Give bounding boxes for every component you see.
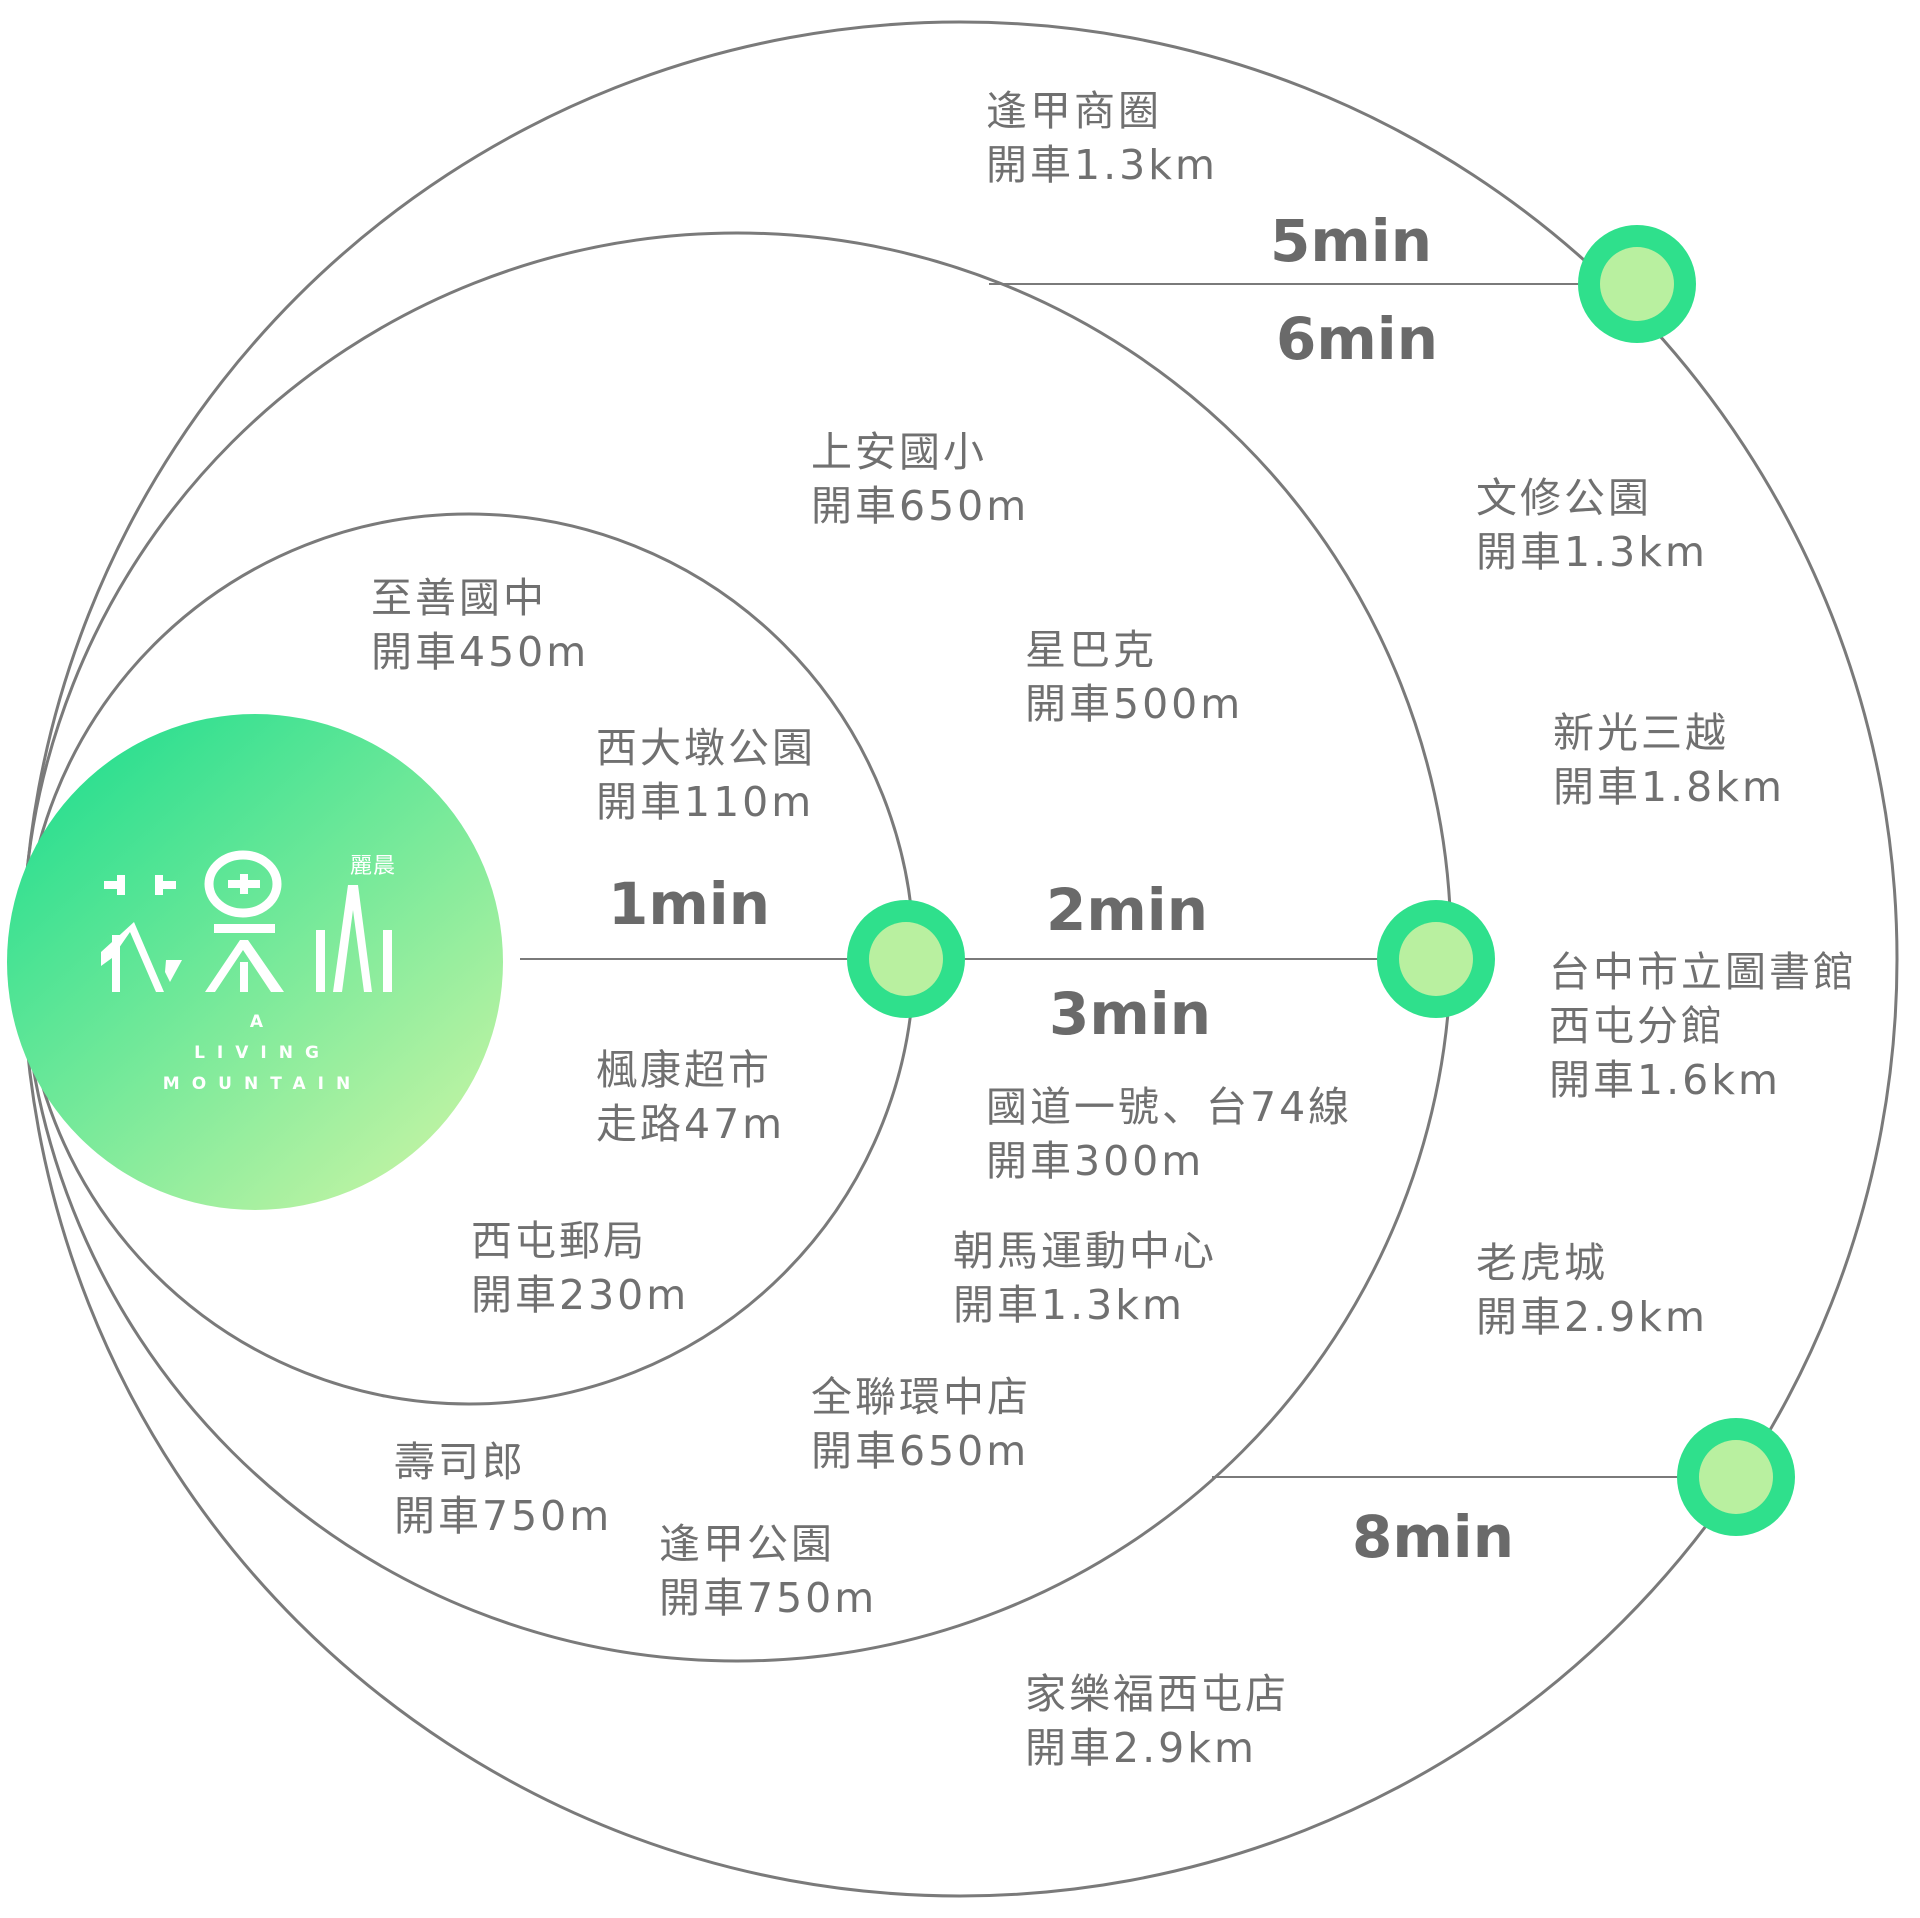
logo-brand: 麗晨 — [350, 854, 397, 879]
place-label: 國道一號、台74線開車300m — [986, 1083, 1353, 1185]
node-3min — [1377, 900, 1495, 1018]
place-label: 全聯環中店開車650m — [811, 1373, 1031, 1475]
place-label: 星巴克開車500m — [1025, 626, 1244, 728]
time-label-2min: 2min — [1046, 876, 1208, 944]
logo-mark — [101, 850, 392, 992]
place-label: 西屯郵局開車230m — [471, 1217, 690, 1319]
place-label: 老虎城開車2.9km — [1476, 1239, 1708, 1341]
time-label-3min: 3min — [1049, 980, 1211, 1048]
place-label: 新光三越開車1.8km — [1553, 709, 1785, 811]
place-label: 壽司郎開車750m — [394, 1438, 613, 1540]
node-1min — [847, 900, 965, 1018]
logo-tagline-1: A — [249, 1012, 276, 1032]
place-label: 朝馬運動中心開車1.3km — [953, 1227, 1217, 1329]
time-label-1min: 1min — [608, 870, 770, 938]
place-label: 至善國中開車450m — [371, 574, 590, 676]
logo-tagline-3: MOUNTAIN — [162, 1074, 363, 1094]
place-label: 楓康超市走路47m — [596, 1046, 786, 1148]
place-label: 逢甲公園開車750m — [659, 1520, 878, 1622]
time-label-5min: 5min — [1270, 207, 1432, 275]
place-label: 上安國小開車650m — [811, 428, 1030, 530]
place-label: 西大墩公園開車110m — [596, 724, 816, 826]
logo-tagline-2: LIVING — [194, 1043, 331, 1063]
place-label: 家樂福西屯店開車2.9km — [1025, 1670, 1289, 1772]
place-label: 台中市立圖書館西屯分館開車1.6km — [1549, 948, 1857, 1104]
place-label: 文修公園開車1.3km — [1476, 474, 1708, 576]
node-8min — [1677, 1418, 1795, 1536]
time-label-6min: 6min — [1276, 305, 1438, 373]
place-label: 逢甲商圈開車1.3km — [986, 87, 1218, 189]
time-label-8min: 8min — [1352, 1503, 1514, 1571]
node-6min — [1578, 225, 1696, 343]
